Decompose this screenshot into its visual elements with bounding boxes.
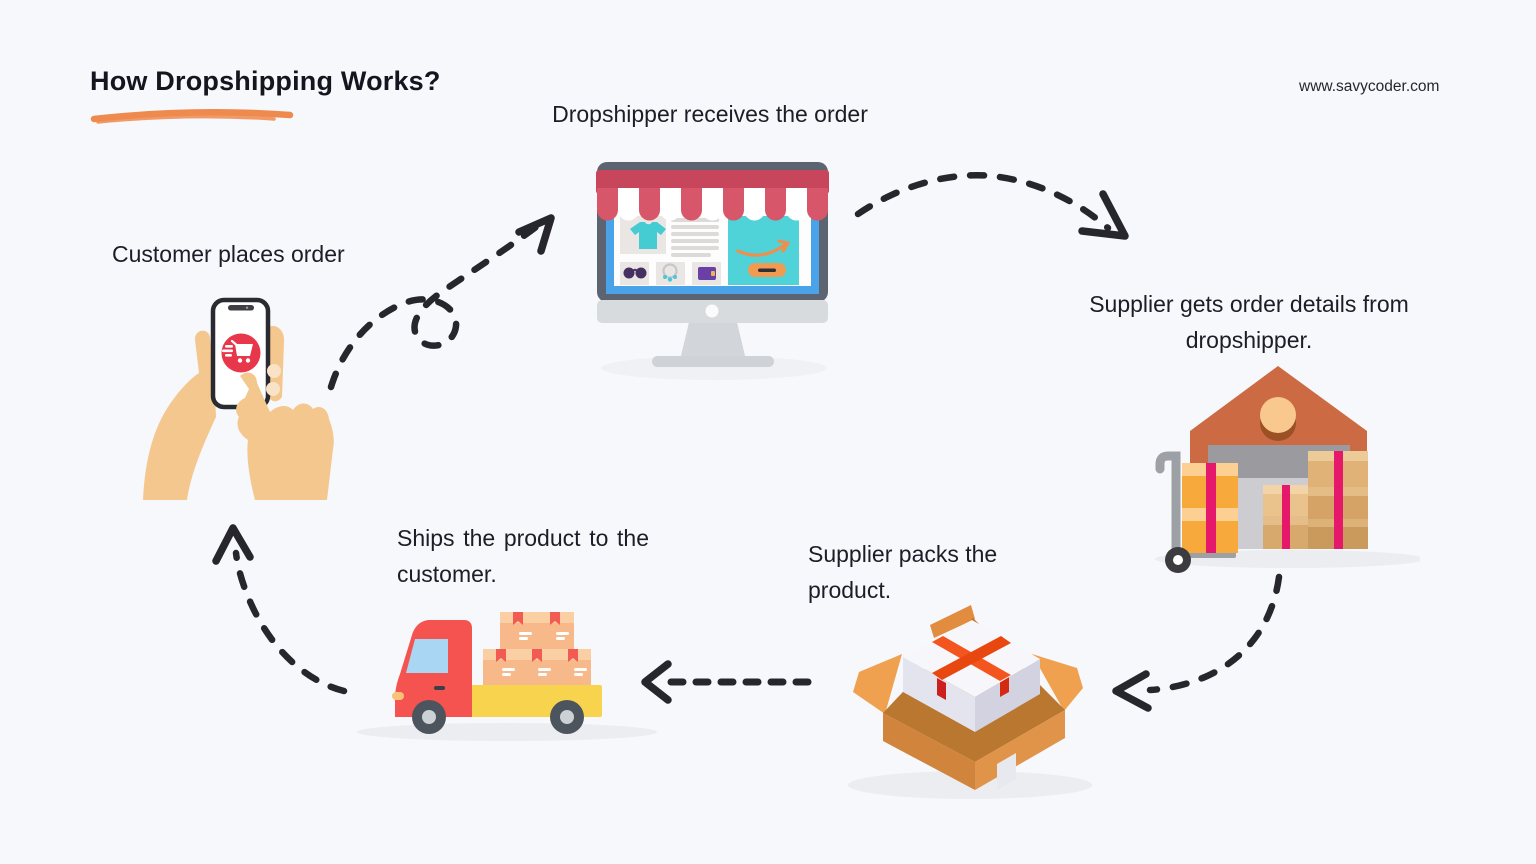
headlight — [392, 692, 404, 700]
arrow-dropshipper-to-supplier — [854, 172, 1129, 240]
box-right-flap — [1032, 654, 1083, 711]
white-package — [903, 620, 1040, 732]
label-dropshipper-step: Dropshipper receives the order — [552, 101, 868, 127]
arrow-packing-to-shipping — [641, 660, 812, 704]
open-box-icon — [848, 605, 1092, 799]
sunglasses-icon — [623, 267, 635, 279]
tshirt-icon — [630, 222, 666, 249]
cab-window — [406, 639, 448, 673]
round-window — [1260, 397, 1296, 433]
website-url: www.savycoder.com — [1299, 78, 1440, 95]
page-title: How Dropshipping Works? — [90, 66, 441, 96]
monitor-stand — [680, 318, 746, 360]
label-shipping-step: Ships the product to the customer. — [397, 525, 649, 587]
label-customer-step: Customer places order — [112, 241, 345, 267]
hand-truck-icon — [1155, 451, 1238, 573]
delivery-truck-icon — [357, 612, 657, 741]
arrow-supplier-to-packing — [1112, 573, 1283, 712]
arrow-shipping-to-customer — [212, 524, 348, 695]
fingertips — [266, 364, 281, 396]
cargo-boxes — [483, 612, 591, 685]
box-left-flap — [853, 654, 902, 714]
shop-page-content — [620, 216, 799, 285]
warehouse-icon — [1155, 366, 1420, 573]
title-underline-brush — [90, 109, 294, 124]
box-back-flap — [930, 605, 975, 638]
stacked-boxes — [1263, 451, 1368, 549]
pointing-hand — [236, 372, 334, 500]
box-left-wall — [883, 713, 975, 790]
wheels — [412, 700, 584, 734]
label-packing-step: Supplier packs the product. — [808, 541, 998, 603]
storefront-monitor-icon — [596, 162, 829, 380]
truck-cab — [392, 620, 472, 717]
cart-badge-icon — [221, 333, 261, 373]
arrow-customer-to-dropshipper — [327, 214, 555, 391]
wallet-icon — [698, 267, 716, 280]
label-supplier-step: Supplier gets order details from dropshi… — [1089, 291, 1409, 353]
shipping-label — [997, 753, 1016, 790]
shop-awning — [596, 170, 829, 221]
hands-holding-phone-icon — [143, 297, 334, 500]
